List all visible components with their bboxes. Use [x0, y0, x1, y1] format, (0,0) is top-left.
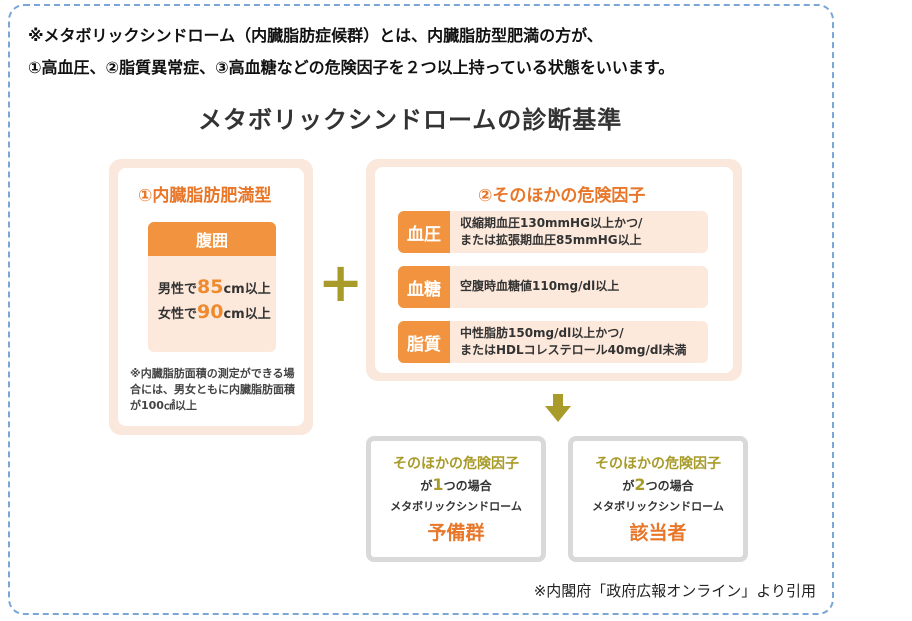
risk-row-blood-sugar: 血糖 空腹時血糖値110mg/dl以上: [398, 266, 708, 308]
result-verdict: 予備群: [427, 522, 485, 544]
female-value: 90: [197, 301, 224, 323]
risk-row-blood-pressure: 血圧 収縮期血圧130mmHG以上かつ/ または拡張期血圧85mmHG以上: [398, 211, 708, 253]
diagram-title: メタボリックシンドロームの診断基準: [198, 106, 623, 134]
right-panel-title: ②そのほかの危険因子: [478, 186, 646, 206]
left-panel-title: ①内臓脂肪肥満型: [138, 186, 272, 206]
male-suffix: cm以上: [223, 282, 271, 297]
risk-line-1: 空腹時血糖値110mg/dl以上: [460, 279, 620, 293]
result-line-3: メタボリックシンドローム: [592, 500, 724, 513]
risk-line-2: または拡張期血圧85mmHG以上: [460, 233, 642, 247]
dashed-frame: [8, 4, 834, 615]
risk-tag: 血圧: [398, 211, 450, 253]
result-line-2: が2つの場合: [573, 475, 743, 494]
risk-text: 空腹時血糖値110mg/dl以上: [460, 278, 619, 295]
male-prefix: 男性で: [158, 282, 198, 297]
result-box-reserve: そのほかの危険因子 が1つの場合 メタボリックシンドローム 予備群: [366, 436, 546, 562]
waist-label: 腹囲: [148, 222, 276, 256]
result-prefix: が: [622, 479, 635, 493]
male-value: 85: [197, 276, 224, 298]
result-verdict: 該当者: [629, 522, 687, 544]
risk-tag: 血糖: [398, 266, 450, 308]
waist-female: 女性で90cm以上: [158, 301, 271, 323]
down-arrow-icon: [545, 394, 571, 422]
female-suffix: cm以上: [223, 307, 271, 322]
result-suffix: つの場合: [645, 479, 694, 493]
result-line-2: が1つの場合: [371, 475, 541, 494]
intro-line-2: ①高血圧、②脂質異常症、③高血糖などの危険因子を２つ以上持っている状態をいいます…: [28, 58, 675, 77]
result-box-applicable: そのほかの危険因子 が2つの場合 メタボリックシンドローム 該当者: [568, 436, 748, 562]
result-line-1: そのほかの危険因子: [595, 456, 721, 472]
intro-line-1: ※メタボリックシンドローム（内臓脂肪症候群）とは、内臓脂肪型肥満の方が、: [28, 26, 603, 45]
result-count: 2: [634, 475, 646, 494]
result-suffix: つの場合: [443, 479, 492, 493]
risk-line-1: 中性脂肪150mg/dl以上かつ/: [460, 326, 624, 340]
waist-male: 男性で85cm以上: [158, 276, 271, 298]
visceral-fat-note: ※内臓脂肪面積の測定ができる場合には、男女ともに内臓脂肪面積が100㎠以上: [130, 367, 295, 412]
risk-line-1: 収縮期血圧130mmHG以上かつ/: [460, 216, 643, 230]
risk-line-2: またはHDLコレステロール40mg/dl未満: [460, 343, 687, 357]
result-prefix: が: [420, 479, 433, 493]
plus-icon: +: [318, 251, 364, 314]
waist-box: 腹囲 男性で85cm以上 女性で90cm以上: [148, 222, 276, 352]
result-line-3: メタボリックシンドローム: [390, 500, 522, 513]
risk-text: 収縮期血圧130mmHG以上かつ/ または拡張期血圧85mmHG以上: [460, 215, 642, 249]
result-line-1: そのほかの危険因子: [393, 456, 519, 472]
result-count: 1: [432, 475, 444, 494]
risk-tag: 脂質: [398, 321, 450, 363]
risk-row-lipids: 脂質 中性脂肪150mg/dl以上かつ/ またはHDLコレステロール40mg/d…: [398, 321, 708, 363]
source-citation: ※内閣府「政府広報オンライン」より引用: [533, 582, 816, 600]
risk-text: 中性脂肪150mg/dl以上かつ/ またはHDLコレステロール40mg/dl未満: [460, 325, 687, 359]
female-prefix: 女性で: [158, 307, 198, 322]
